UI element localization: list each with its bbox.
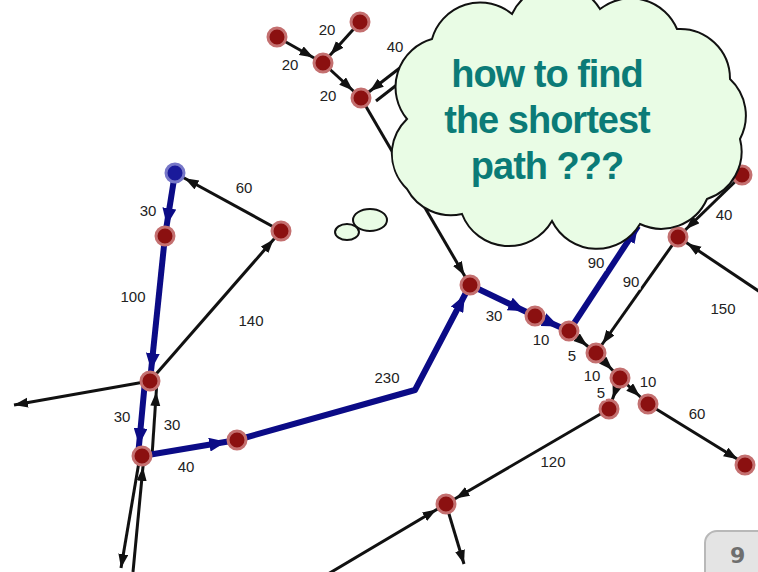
page-number: 9 (730, 543, 758, 569)
arrow (328, 504, 446, 572)
vertex (352, 89, 370, 107)
vertex (669, 228, 687, 246)
edge-weight: 10 (532, 331, 551, 348)
vertex (156, 227, 174, 245)
vertex (611, 369, 629, 387)
path-arrow (237, 285, 470, 440)
edge-weight: 30 (163, 416, 182, 433)
thought-cloud: how to find the shortest path ??? (372, 4, 752, 232)
arrow (175, 173, 281, 231)
vertex (437, 495, 455, 513)
edge-weight: 30 (139, 202, 158, 219)
arrow (150, 231, 281, 381)
vertex (461, 276, 479, 294)
edge-weight: 20 (319, 87, 338, 104)
page-tab: 9 (704, 530, 758, 572)
edge-weight: 90 (622, 273, 641, 290)
vertex (639, 395, 657, 413)
arrow (648, 404, 747, 465)
edge-weight: 40 (715, 206, 734, 223)
edge-weight: 10 (639, 373, 658, 390)
edge-weight: 30 (113, 408, 132, 425)
edge-weight: 60 (688, 405, 707, 422)
vertex (526, 307, 544, 325)
arrow (133, 456, 144, 572)
vertex (736, 456, 754, 474)
vertex (141, 372, 159, 390)
edge-weight: 90 (587, 254, 606, 271)
arrow (152, 381, 157, 456)
vertex (133, 447, 151, 465)
edge-weight: 230 (373, 369, 400, 386)
arrow (14, 381, 150, 405)
edge-weight: 60 (235, 179, 254, 196)
arrow (446, 409, 609, 504)
vertex (560, 322, 578, 340)
arrow (596, 237, 678, 353)
arrow (121, 456, 140, 568)
edge-weight: 40 (386, 38, 405, 55)
vertex (228, 431, 246, 449)
path-arrow (138, 381, 145, 456)
edge-weight: 5 (596, 384, 606, 401)
edge-weight: 150 (709, 300, 736, 317)
edge-weight: 20 (318, 21, 337, 38)
vertex (587, 344, 605, 362)
path-arrow (142, 440, 237, 456)
arrow (678, 237, 758, 292)
edge-weight: 10 (583, 367, 602, 384)
vertex (600, 400, 618, 418)
vertex (314, 54, 332, 72)
edge-weight: 140 (237, 312, 264, 329)
edge-weight: 120 (539, 453, 566, 470)
edge-weight: 5 (567, 347, 577, 364)
edge-weight: 30 (485, 307, 504, 324)
edge-weight: 20 (281, 56, 300, 73)
start-vertex (166, 164, 184, 182)
path-arrow (150, 236, 165, 381)
tab-shape (705, 531, 758, 572)
vertex (272, 222, 290, 240)
edge-weight: 100 (119, 288, 146, 305)
vertex (268, 28, 286, 46)
cloud-shape (392, 0, 746, 249)
edge-weight: 40 (177, 458, 196, 475)
cloud-text: how to find the shortest path ??? (422, 51, 672, 189)
thought-bubble (335, 224, 359, 240)
vertex (351, 13, 369, 31)
